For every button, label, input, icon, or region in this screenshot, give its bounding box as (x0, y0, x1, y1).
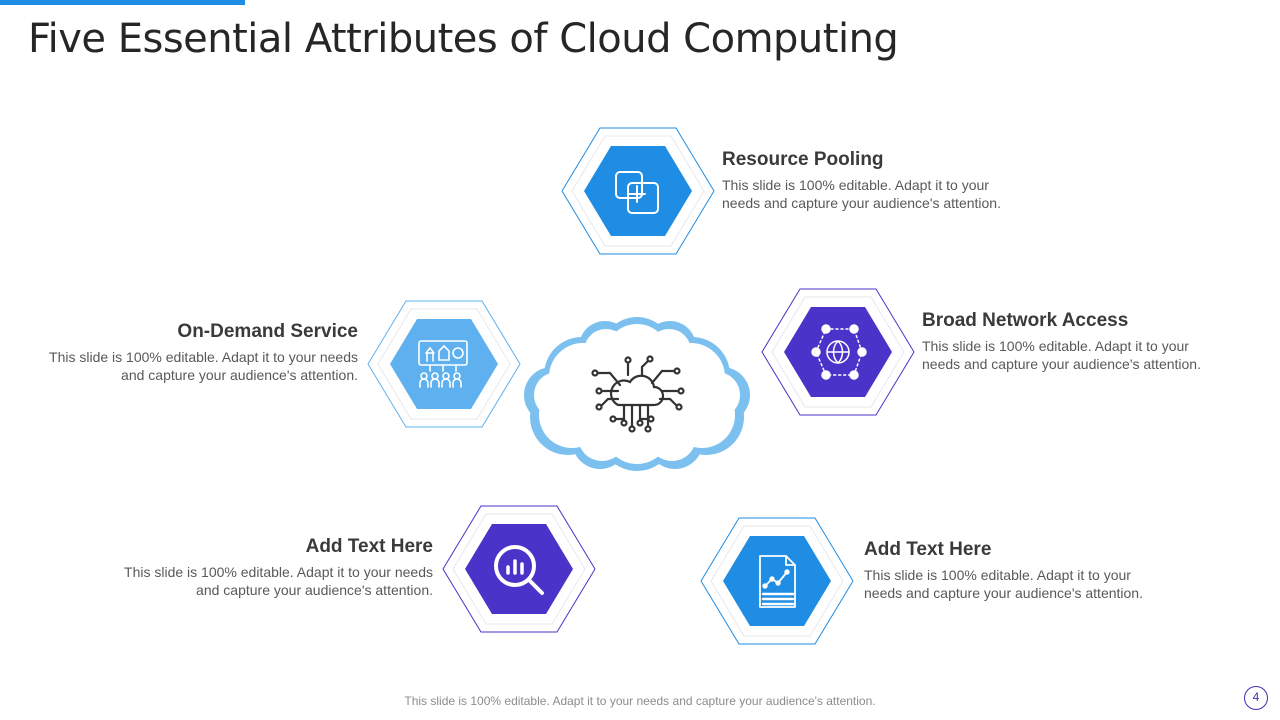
node-description: This slide is 100% editable. Adapt it to… (864, 567, 1143, 601)
hex-fill (390, 319, 498, 409)
magnifier-chart-icon (494, 545, 544, 595)
hex-node-add-text-right (697, 516, 857, 646)
info-resource-pooling: Resource Pooling This slide is 100% edit… (722, 149, 1042, 212)
hex-node-add-text-left (439, 504, 599, 634)
node-title: Broad Network Access (922, 310, 1129, 331)
cloud-network-icon (591, 355, 685, 433)
node-description: This slide is 100% editable. Adapt it to… (722, 177, 1001, 211)
global-network-icon (811, 324, 867, 380)
info-add-text-left: Add Text Here This slide is 100% editabl… (113, 536, 433, 599)
hex-node-broad-network-access (758, 287, 918, 417)
overlapping-squares-plus-icon (615, 171, 659, 214)
hex-fill (465, 524, 573, 614)
hex-node-resource-pooling (558, 126, 718, 256)
info-on-demand-service: On-Demand Service This slide is 100% edi… (38, 321, 358, 384)
central-cloud (520, 313, 754, 473)
node-title: On-Demand Service (177, 321, 358, 342)
slide-title: Five Essential Attributes of Cloud Compu… (28, 16, 899, 62)
node-description: This slide is 100% editable. Adapt it to… (922, 338, 1201, 372)
info-broad-network-access: Broad Network Access This slide is 100% … (922, 310, 1242, 373)
footer-note: This slide is 100% editable. Adapt it to… (404, 694, 876, 708)
node-title: Add Text Here (864, 539, 992, 560)
page-number: 4 (1244, 686, 1268, 710)
node-description: This slide is 100% editable. Adapt it to… (124, 564, 433, 598)
node-description: This slide is 100% editable. Adapt it to… (49, 349, 358, 383)
node-title: Resource Pooling (722, 149, 884, 170)
report-document-icon (759, 555, 796, 608)
top-accent-bar (0, 0, 245, 5)
info-add-text-right: Add Text Here This slide is 100% editabl… (864, 539, 1184, 602)
service-board-people-icon (418, 340, 468, 388)
node-title: Add Text Here (305, 536, 433, 557)
hex-node-on-demand-service (364, 299, 524, 429)
